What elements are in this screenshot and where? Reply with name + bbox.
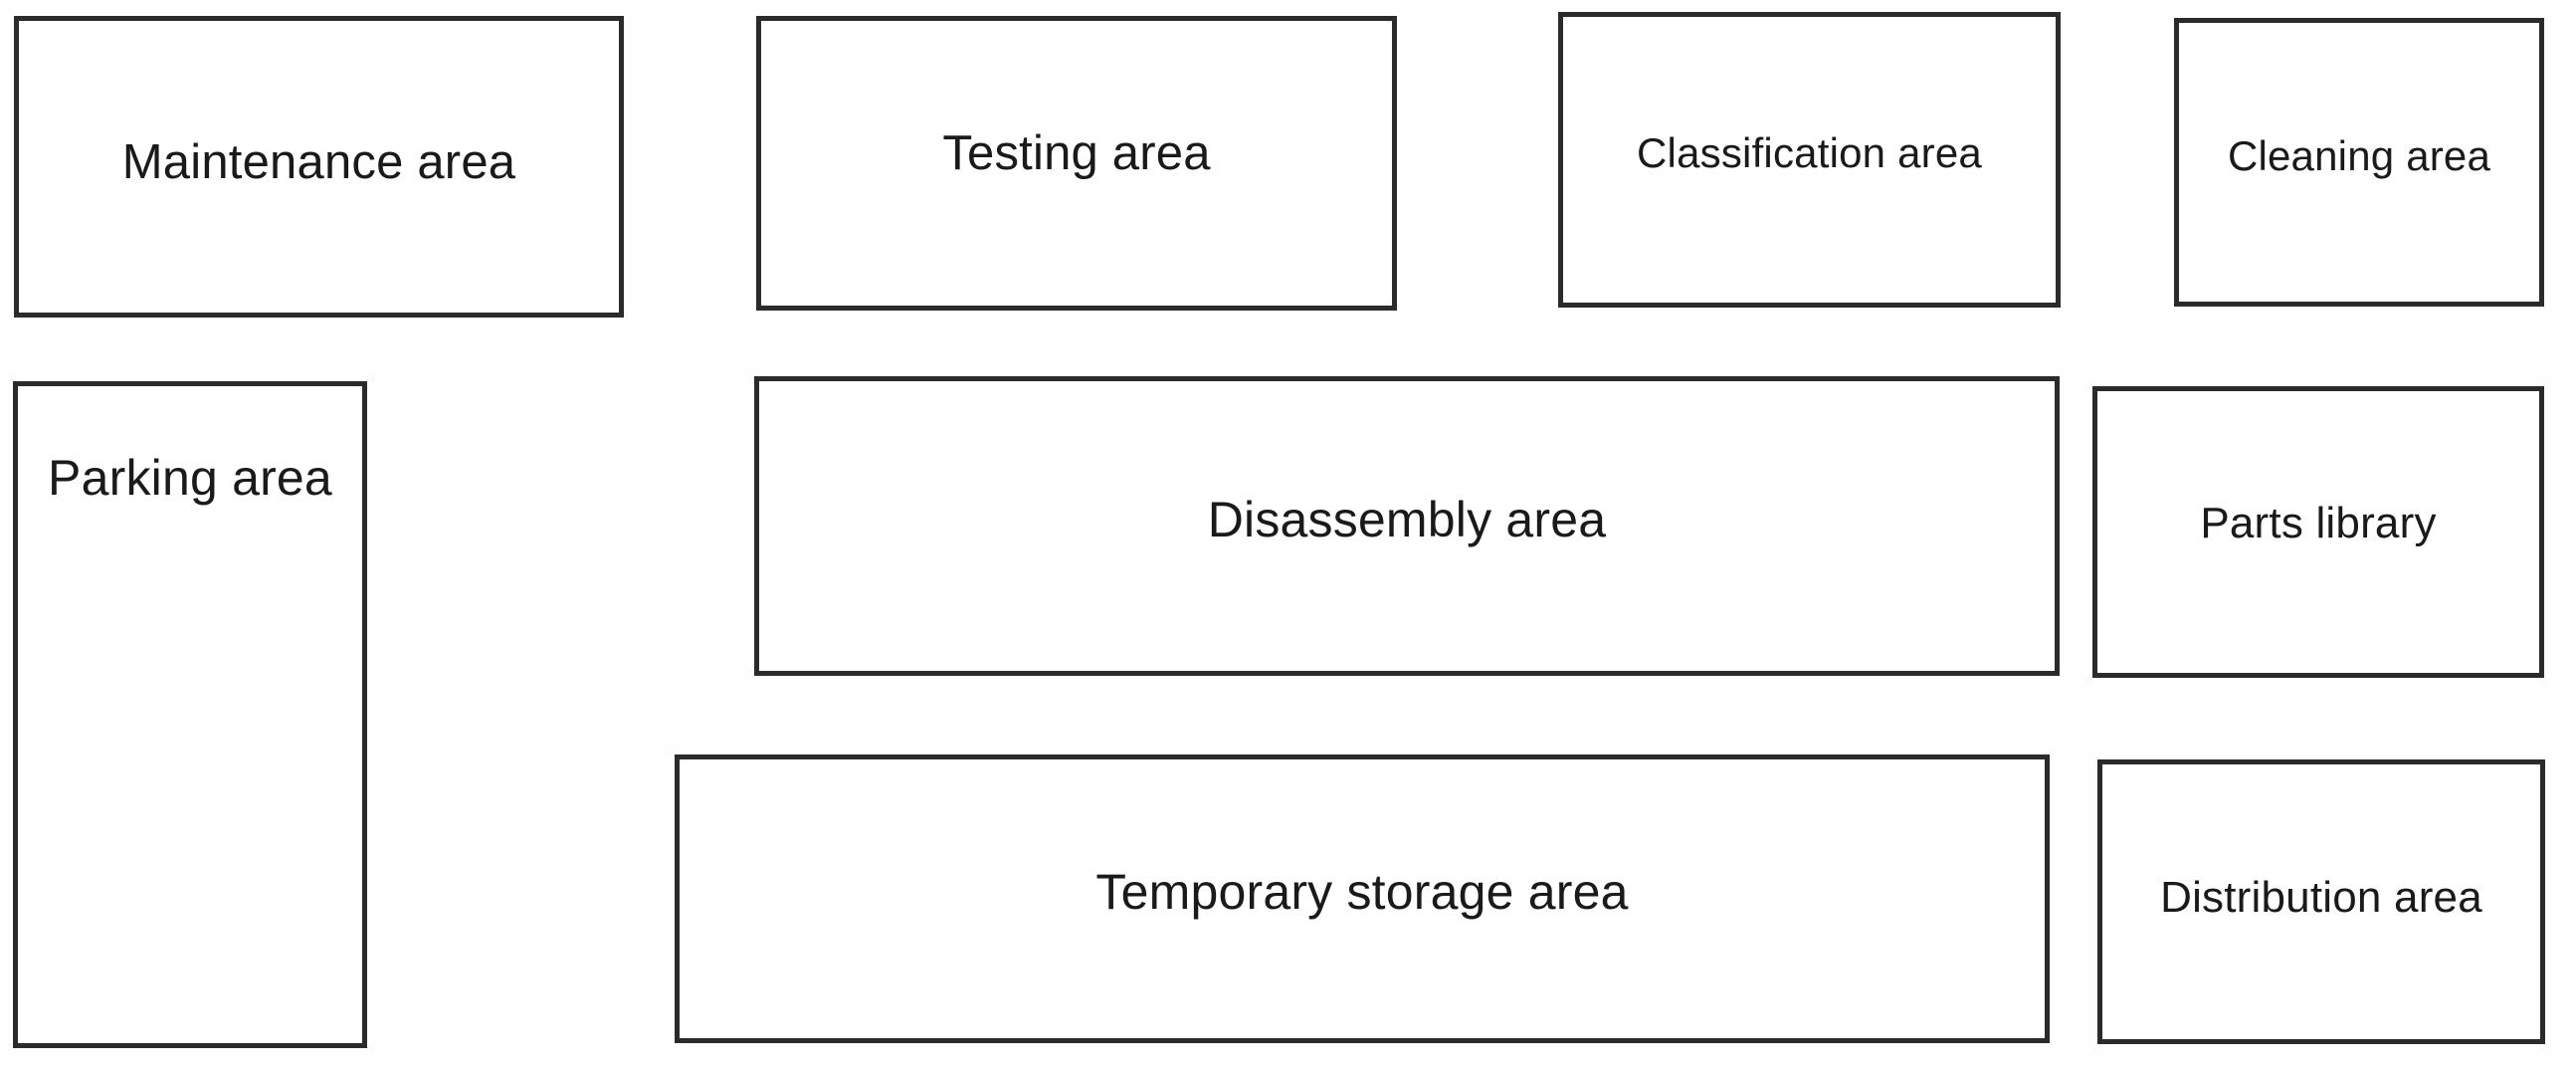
zone-temporary-storage-area-label: Temporary storage area xyxy=(1095,864,1629,921)
zone-parts-library-label: Parts library xyxy=(2200,499,2437,548)
zone-parking-area[interactable]: Parking area xyxy=(13,381,367,1048)
zone-maintenance-area-label: Maintenance area xyxy=(121,135,516,190)
zone-testing-area[interactable]: Testing area xyxy=(756,16,1397,311)
zone-distribution-area-label: Distribution area xyxy=(2160,872,2482,922)
zone-cleaning-area-label: Cleaning area xyxy=(2227,131,2491,179)
zone-parts-library[interactable]: Parts library xyxy=(2092,386,2544,678)
zone-disassembly-area-label: Disassembly area xyxy=(1207,491,1607,547)
zone-parking-area-label: Parking area xyxy=(48,450,332,507)
zone-maintenance-area[interactable]: Maintenance area xyxy=(14,16,624,318)
zone-cleaning-area[interactable]: Cleaning area xyxy=(2174,18,2544,307)
zone-classification-area-label: Classification area xyxy=(1637,129,1982,177)
zone-distribution-area[interactable]: Distribution area xyxy=(2097,759,2545,1044)
zone-temporary-storage-area[interactable]: Temporary storage area xyxy=(675,754,2050,1043)
zone-disassembly-area[interactable]: Disassembly area xyxy=(754,376,2060,676)
zone-classification-area[interactable]: Classification area xyxy=(1558,12,2061,308)
zone-testing-area-label: Testing area xyxy=(942,125,1211,180)
